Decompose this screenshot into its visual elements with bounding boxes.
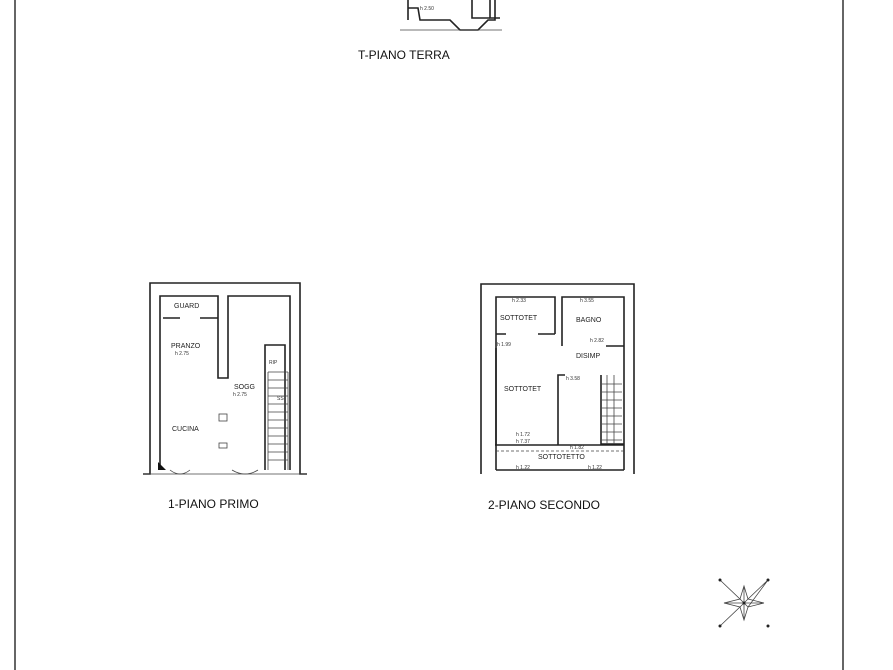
second-floor-plan: h 2.33 SOTTOTET h 3.55 BAGNO h 1.99 h 2.… xyxy=(480,283,635,512)
first-floor-title: 1-PIANO PRIMO xyxy=(168,497,259,511)
height-sottotet-1: h 2.33 xyxy=(512,298,526,304)
room-sottotet-1: SOTTOTET xyxy=(500,315,538,322)
height-sottotet-2: h 3.58 xyxy=(566,376,580,382)
height-label-4: h 1.22 xyxy=(516,465,530,471)
height-bagno: h 3.55 xyxy=(580,298,594,304)
ground-floor-title: T-PIANO TERRA xyxy=(358,48,450,62)
room-rip: RIP xyxy=(269,360,278,366)
compass-rose-icon xyxy=(718,578,770,628)
stair-mark: SS xyxy=(277,396,284,402)
room-sottotet-2: SOTTOTET xyxy=(504,386,542,393)
room-pranzo-height: h 2.75 xyxy=(175,351,189,357)
height-label-5: h 1.22 xyxy=(588,465,602,471)
room-bagno: BAGNO xyxy=(576,317,602,324)
room-sogg: SOGG xyxy=(234,384,255,391)
first-floor-plan: GUARD PRANZO h 2.75 SOGG h 2.75 RIP SS C… xyxy=(143,282,307,511)
room-sogg-height: h 2.75 xyxy=(233,392,247,398)
height-disimp: h 2.82 xyxy=(590,338,604,344)
room-pranzo: PRANZO xyxy=(171,343,201,350)
ground-height-label: h 2.50 xyxy=(420,6,434,12)
room-disimp: DISIMP xyxy=(576,353,600,360)
height-sottotetto: h 1.82 xyxy=(570,445,584,451)
room-guard: GUARD xyxy=(174,303,199,310)
height-label-3: h 7.37 xyxy=(516,439,530,445)
room-cucina: CUCINA xyxy=(172,426,199,433)
height-label-2: h 1.72 xyxy=(516,432,530,438)
second-floor-title: 2-PIANO SECONDO xyxy=(488,498,600,512)
ground-floor-plan: h 2.50 T-PIANO TERRA xyxy=(358,0,502,62)
height-label-1: h 1.99 xyxy=(497,342,511,348)
room-sottotetto: SOTTOTETTO xyxy=(538,454,585,461)
